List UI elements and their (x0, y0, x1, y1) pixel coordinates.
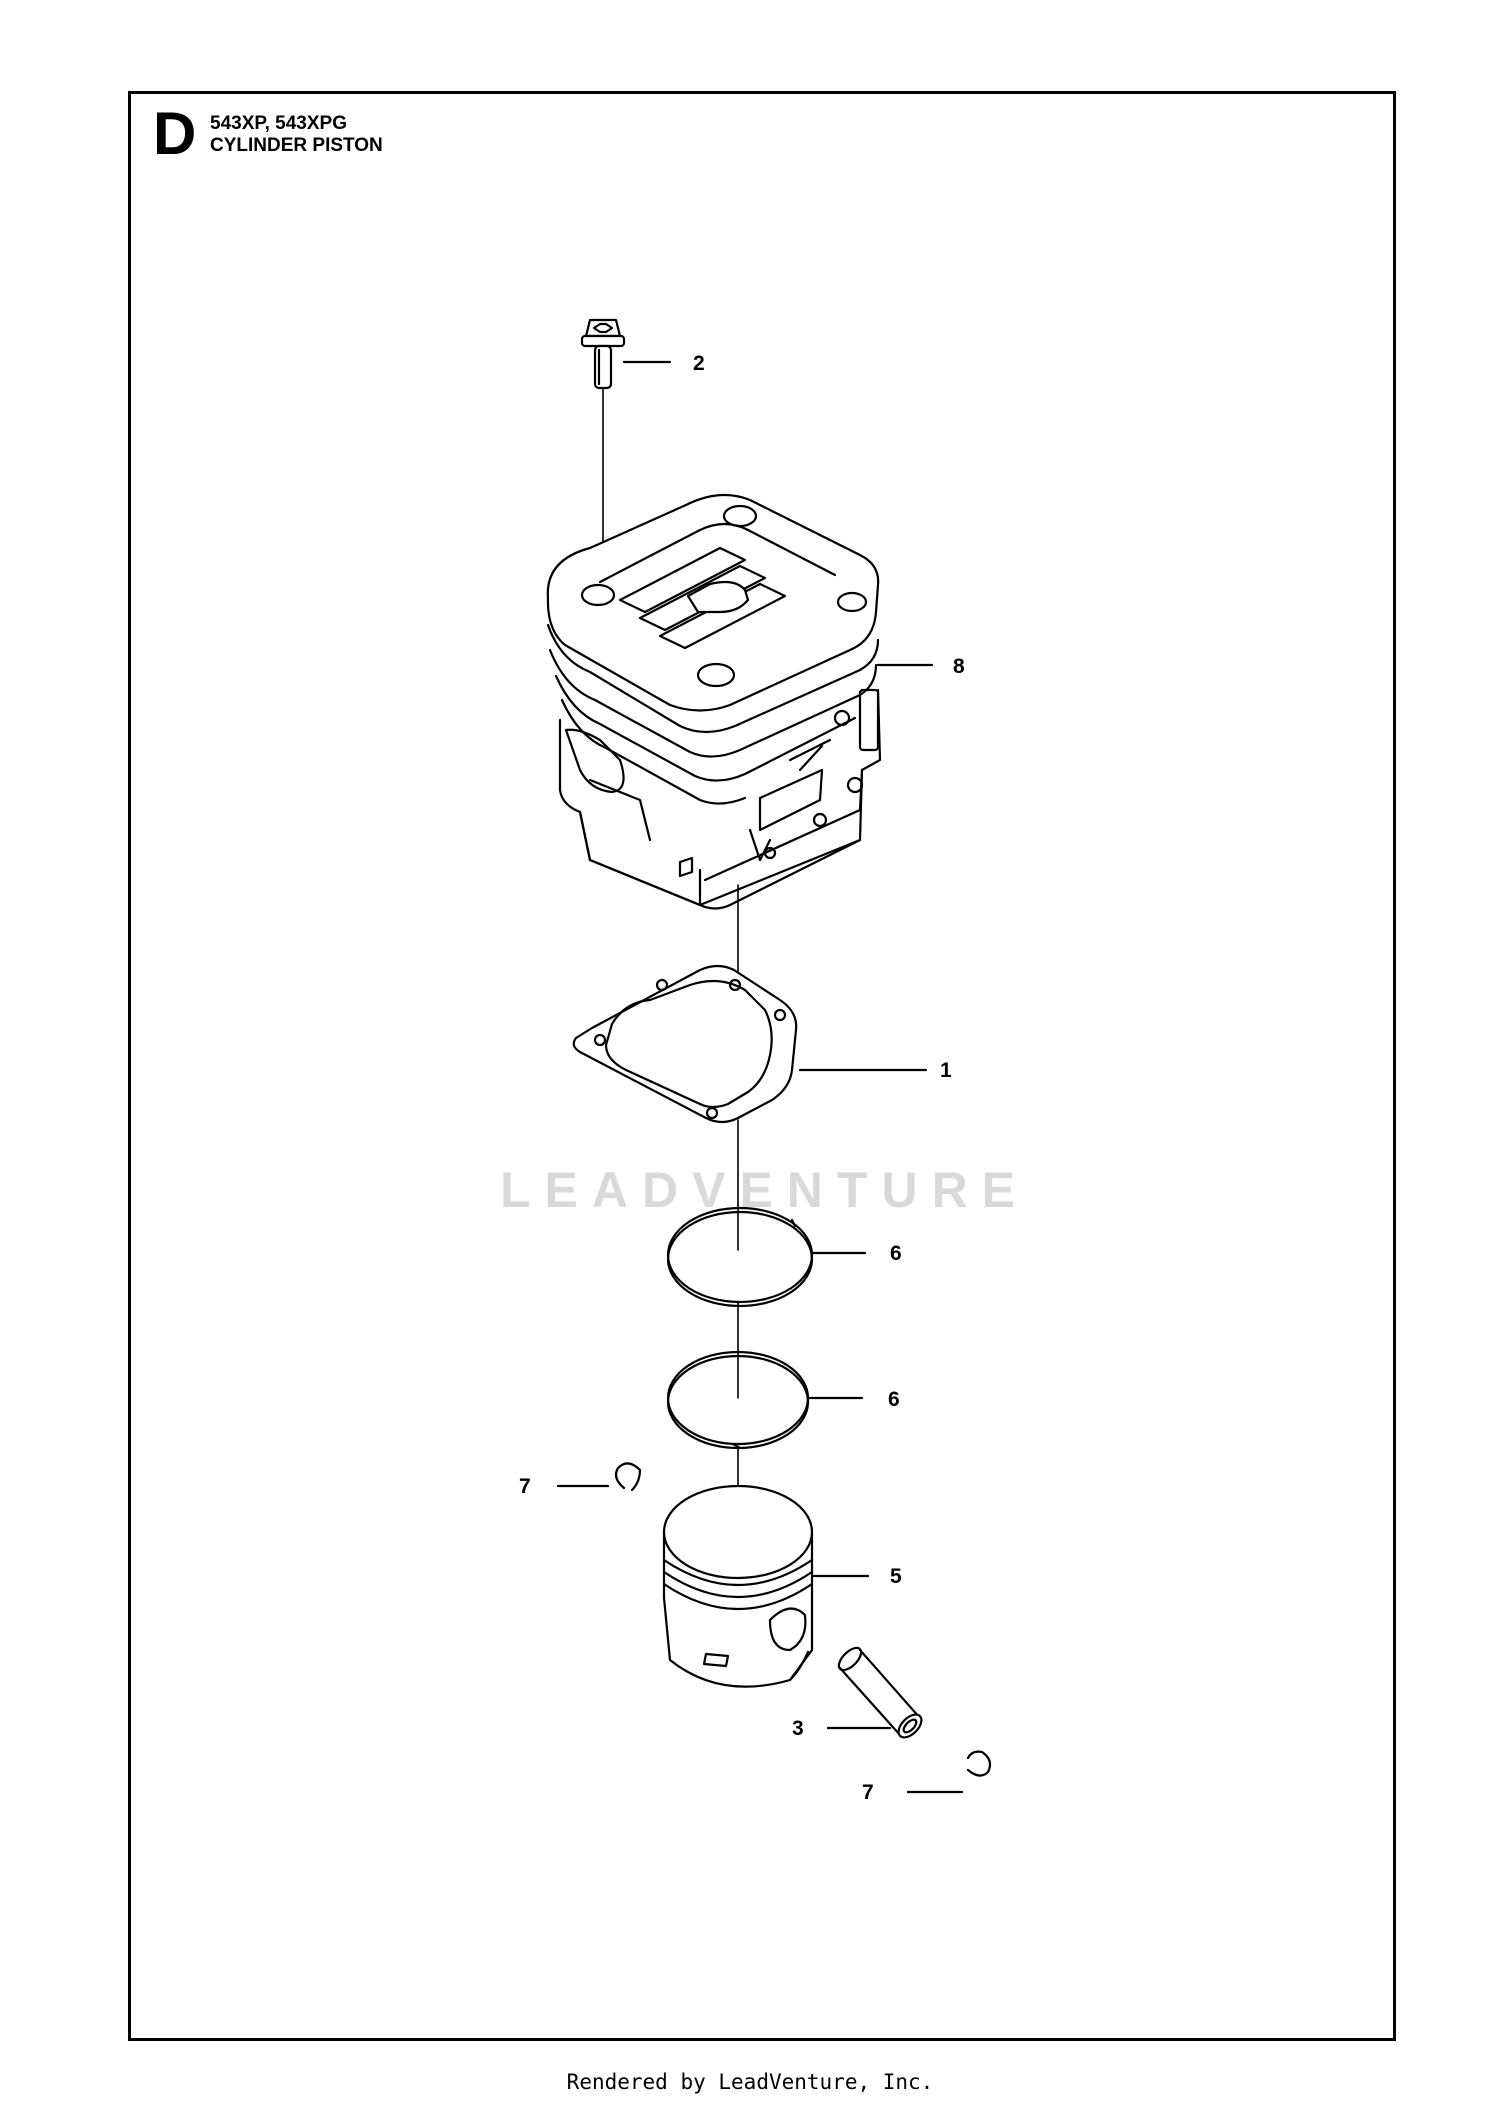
footer-credit: Rendered by LeadVenture, Inc. (566, 2070, 934, 2094)
model-numbers: 543XP, 543XPG (210, 113, 347, 134)
callout-7-right[interactable]: 7 (862, 1781, 874, 1804)
piston-part[interactable] (662, 1484, 814, 1688)
callout-2[interactable]: 2 (693, 352, 705, 375)
diagram-title: CYLINDER PISTON (210, 135, 383, 156)
circlip-left-part[interactable] (614, 1462, 642, 1492)
piston-ring-upper-part[interactable] (666, 1206, 814, 1308)
cylinder-part[interactable] (546, 493, 882, 910)
callout-8[interactable]: 8 (953, 655, 965, 678)
callout-6-upper[interactable]: 6 (890, 1242, 902, 1265)
callout-6-lower[interactable]: 6 (888, 1388, 900, 1411)
screw-part[interactable] (580, 318, 626, 390)
callout-1[interactable]: 1 (940, 1059, 952, 1082)
gasket-part[interactable] (572, 964, 798, 1124)
callout-5[interactable]: 5 (890, 1565, 902, 1588)
section-letter: D (153, 100, 197, 167)
piston-pin-part[interactable] (835, 1644, 925, 1741)
watermark: LEADVENTURE (500, 1162, 1030, 1218)
callout-7-left[interactable]: 7 (519, 1475, 531, 1498)
callout-3[interactable]: 3 (792, 1717, 804, 1740)
circlip-right-part[interactable] (966, 1750, 992, 1777)
diagram-frame (128, 91, 1396, 2041)
